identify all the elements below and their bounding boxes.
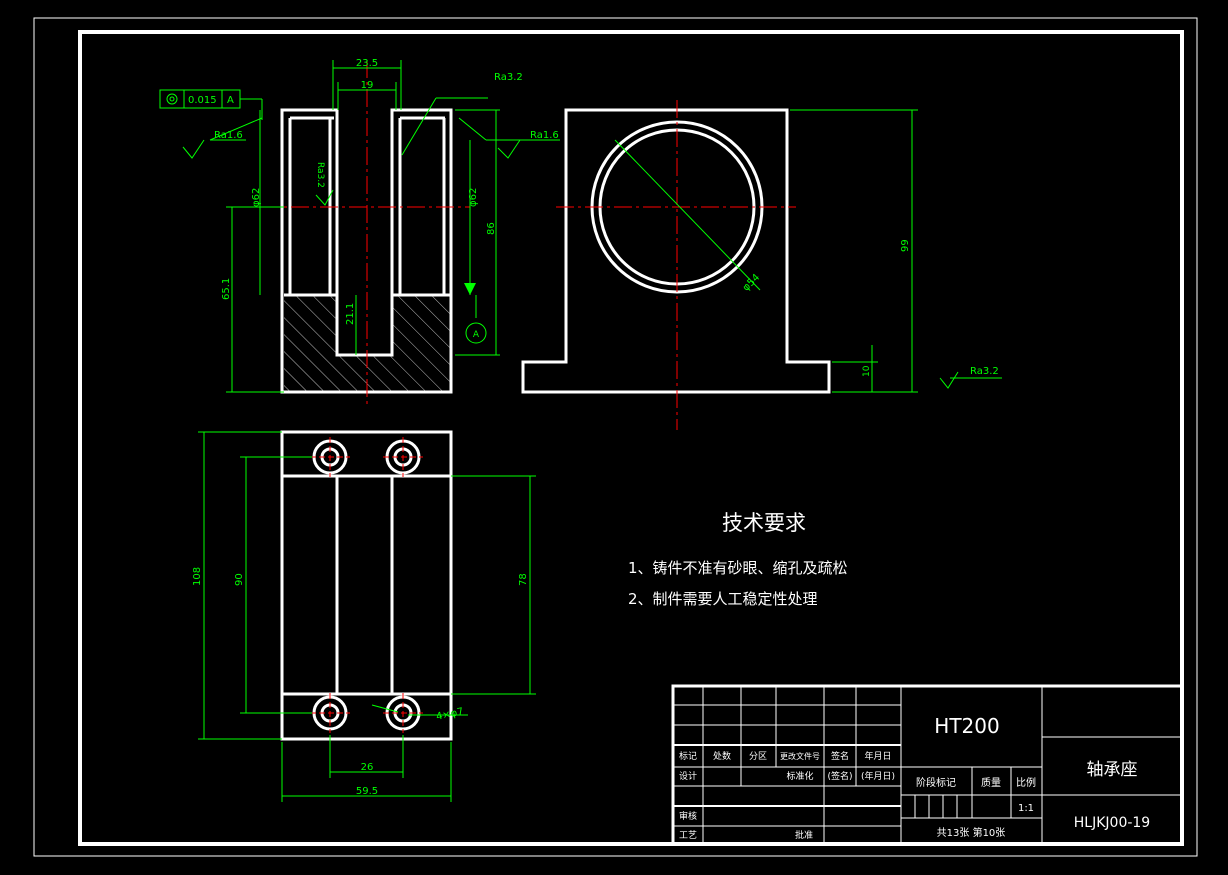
top-outline (280, 430, 453, 741)
header-col-2: 处数 (713, 750, 731, 762)
date-label: (年月日) (861, 770, 895, 782)
outer-border (33, 17, 1198, 857)
dim-height-right: 86 (486, 222, 497, 235)
tech-title: 技术要求 (722, 511, 806, 535)
datum-circle (465, 322, 487, 344)
tolerance-datum: A (227, 95, 234, 106)
scale-label: 比例 (1016, 776, 1036, 789)
dia-bore-label: φ54 (741, 272, 762, 293)
header-col-3: 分区 (749, 751, 767, 762)
weight-label: 质量 (981, 777, 1001, 789)
sign-label: (签名) (827, 770, 852, 782)
header-col-6: 年月日 (864, 750, 891, 762)
dia-left: φ62 (251, 188, 262, 207)
roughness-left: Ra1.6 (214, 130, 243, 141)
side-view: 99 10 φ54 Ra3.2 (521, 100, 1002, 430)
drawing-number: HLJKJ00-19 (1074, 815, 1150, 831)
dim-side-height: 99 (900, 239, 911, 252)
review-label: 审核 (679, 810, 697, 822)
dim-total-width: 59.5 (356, 786, 378, 797)
dim-total-length: 108 (192, 567, 203, 586)
hatched-section (284, 296, 450, 392)
dim-hole-pitch: 26 (361, 762, 374, 773)
material: HT200 (934, 714, 999, 738)
standardization-label: 标准化 (786, 770, 813, 782)
dim-height-left: 65.1 (221, 278, 232, 300)
process-label: 工艺 (679, 830, 697, 841)
dia-right: φ62 (468, 188, 479, 207)
dim-outer-width: 23.5 (356, 58, 378, 69)
tech-item-1: 1、铸件不准有砂眼、缩孔及疏松 (628, 559, 848, 577)
scale-value: 1:1 (1018, 803, 1034, 814)
header-col-1: 标记 (679, 750, 697, 762)
dim-slot-depth: 21.1 (345, 303, 356, 325)
roughness-inner: Ra3.2 (315, 162, 325, 188)
part-name: 轴承座 (1087, 760, 1138, 780)
roughness-right: Ra1.6 (530, 130, 559, 141)
datum-label: A (473, 330, 480, 340)
header-col-5: 签名 (831, 750, 849, 762)
dim-slot-width: 19 (361, 80, 374, 91)
top-view: 108 90 78 26 59.5 4×φ7 (192, 430, 536, 802)
title-block: 标记 处数 分区 更改文件号 签名 年月日 设计 标准化 (签名) (年月日) … (671, 684, 1184, 846)
header-col-4: 更改文件号 (780, 751, 820, 761)
design-label: 设计 (679, 770, 697, 782)
roughness-top: Ra3.2 (494, 72, 523, 83)
inner-frame (78, 30, 1184, 846)
tech-requirements: 技术要求 1、铸件不准有砂眼、缩孔及疏松 2、制件需要人工稳定性处理 (628, 511, 848, 608)
tech-item-2: 2、制件需要人工稳定性处理 (628, 590, 818, 608)
approve-label: 批准 (795, 829, 813, 841)
dim-base-thickness: 10 (862, 365, 872, 377)
tolerance-value: 0.015 (188, 95, 217, 106)
side-outline (521, 108, 831, 394)
stage-mark-label: 阶段标记 (916, 776, 956, 789)
front-view: 23.5 19 Ra3.2 0.015 A Ra1.6 Ra1.6 Ra3.2 … (159, 58, 560, 408)
dim-inner-length: 78 (518, 573, 529, 586)
roughness-bottom: Ra3.2 (970, 366, 999, 377)
dim-hole-spacing: 90 (234, 573, 245, 586)
front-outline (280, 108, 453, 394)
sheets-label: 共13张 第10张 (937, 826, 1006, 839)
